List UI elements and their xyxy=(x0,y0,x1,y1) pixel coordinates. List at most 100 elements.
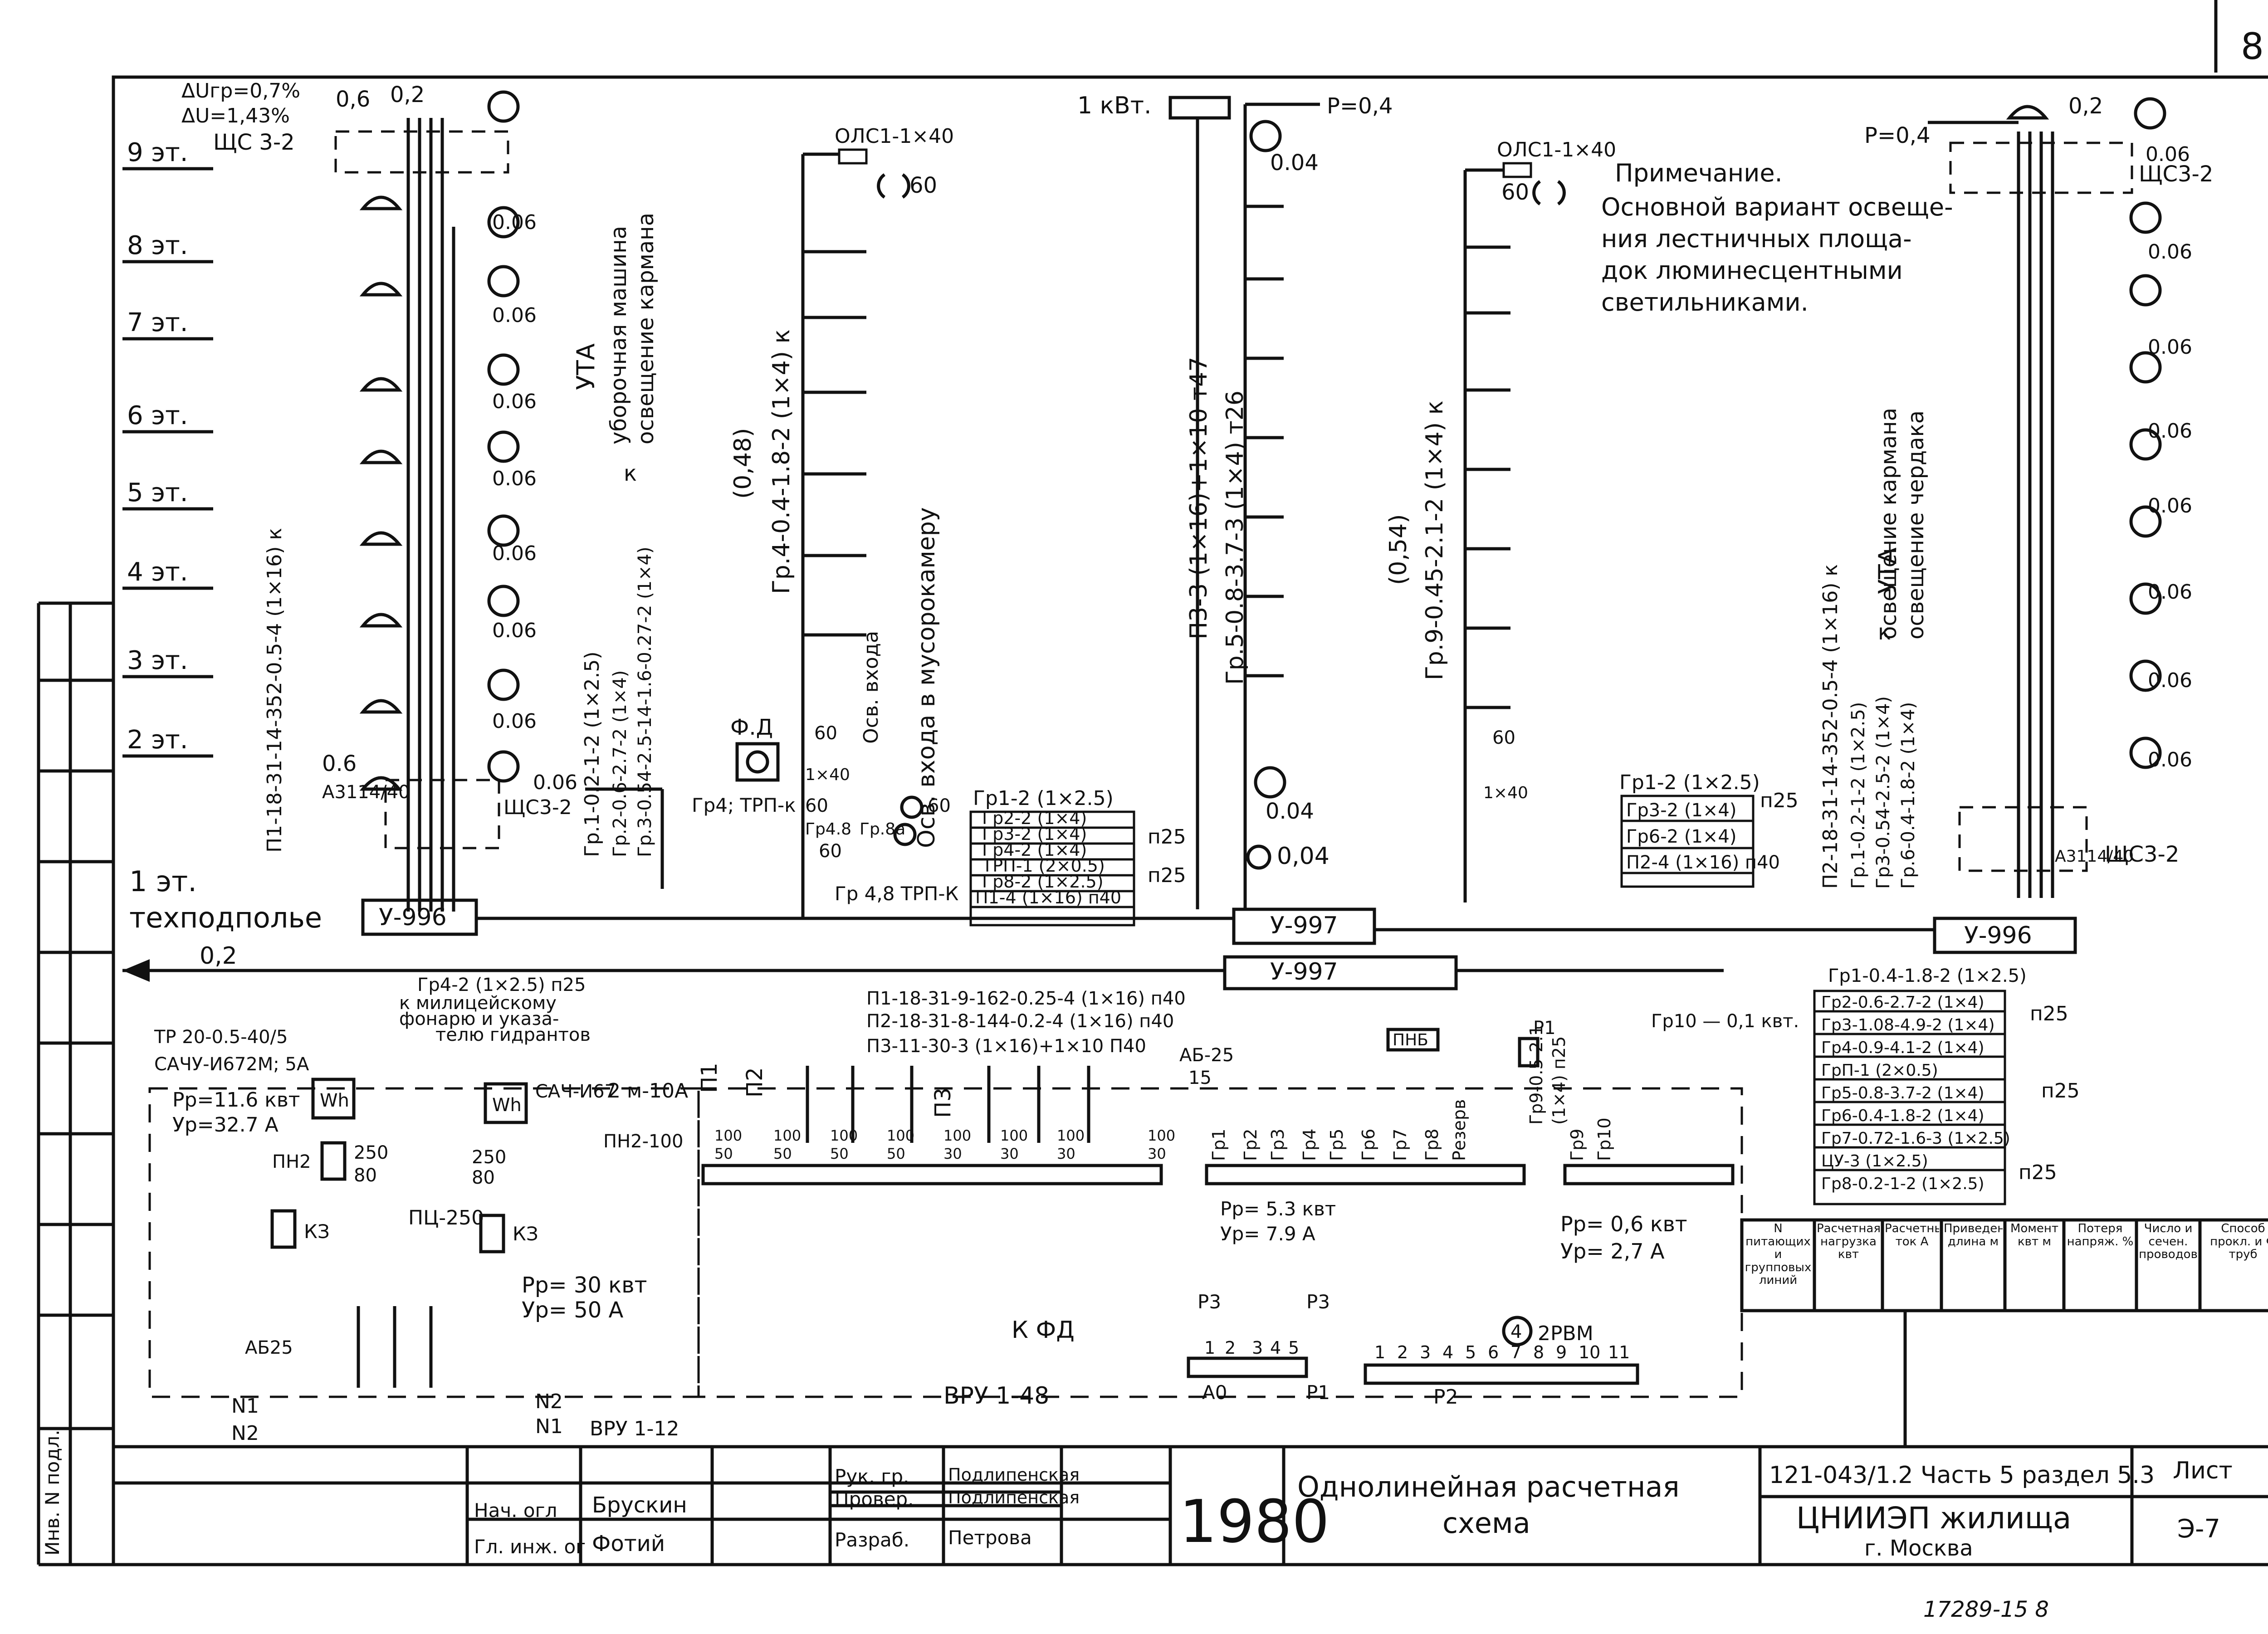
relay-t2-3: 3 xyxy=(1420,1342,1431,1362)
dist-fuse-8a: 100 xyxy=(1148,1127,1175,1144)
left-group-brace-2: п25 xyxy=(1148,864,1186,887)
right-lamp-2 xyxy=(2129,659,2162,692)
dist-fuse-2b: 50 xyxy=(773,1145,792,1162)
dist-reserve: Резерв xyxy=(1449,1099,1469,1161)
left-cable-gr3: Гр.3-0.54-2.5-14-1.6-0.27-2 (1×4) xyxy=(635,546,655,857)
right-lamp-value-6: 0.06 xyxy=(2148,419,2192,443)
dist-fuse-1a: 100 xyxy=(714,1127,742,1144)
side-strip: Инв. N подл. xyxy=(37,601,115,1566)
left-lamp-7 xyxy=(487,265,520,298)
input-kz-2: КЗ xyxy=(513,1223,538,1245)
input-tr: ТР 20-0.5-40/5 xyxy=(154,1027,288,1048)
left-lamp-value-5: 0.06 xyxy=(492,467,537,490)
relay-t2-6: 6 xyxy=(1488,1342,1499,1362)
input-kz-1: КЗ xyxy=(304,1220,330,1243)
left-lamp-5 xyxy=(487,430,520,463)
input-n2-left: N2 xyxy=(231,1422,259,1445)
right-table-row-5: ГрП-1 (2×0.5) xyxy=(1821,1061,1938,1080)
input-n2-right: N2 xyxy=(535,1390,563,1413)
feed-p3-cable: П3-11-30-3 (1×16)+1×10 П40 xyxy=(866,1036,1146,1057)
centre-60-b: 60 xyxy=(805,795,828,816)
dist-fuse-3b: 50 xyxy=(830,1145,849,1162)
floor-label-5: 5 эт. xyxy=(127,478,188,507)
right-table-row-7: Гр6-0.4-1.8-2 (1×4) xyxy=(1821,1107,1984,1125)
centre-label-garbage: Осв. входа в мусорокамеру xyxy=(913,507,940,849)
dist-bus-right xyxy=(1563,1164,1735,1185)
right-bell-top xyxy=(2006,105,2049,120)
title-sheet-label: Лист xyxy=(2173,1457,2233,1484)
centre-fd-box xyxy=(735,742,780,782)
title-name-2: Фотий xyxy=(592,1531,665,1556)
right-group-table: Гр1-2 (1×2.5) Гр3-2 (1×4) Гр6-2 (1×4) П2… xyxy=(1619,771,1799,888)
floor-label-6: 6 эт. xyxy=(127,401,188,430)
input-ip: Ур=32.7 А xyxy=(172,1113,279,1136)
left-top-value-b: 0,2 xyxy=(390,82,425,107)
title-role2-3: Разраб. xyxy=(835,1529,909,1551)
third-lamp-top xyxy=(1249,120,1282,152)
dist-fuse-6a: 100 xyxy=(1000,1127,1028,1144)
right-top-value: 0,2 xyxy=(2068,93,2103,119)
relay-t1-2: 2 xyxy=(1225,1338,1236,1358)
data-table-header-5: Момент квт м xyxy=(2010,1222,2059,1249)
dist-bus-left xyxy=(701,1164,1163,1185)
feed-gr42-dest-1: к милицейскому xyxy=(399,993,557,1014)
dist-pnb-box xyxy=(1386,1028,1440,1052)
feed-gr10: Гр10 — 0,1 квт. xyxy=(1651,1011,1799,1032)
third-value-b1: 0.04 xyxy=(1266,799,1314,824)
data-table-header-8: Способ прокл. и Ф труб xyxy=(2210,1222,2268,1262)
right-lamp-value-top: 0.06 xyxy=(2146,143,2190,166)
dist-gr2: Гр2 xyxy=(1241,1129,1261,1161)
centre-taps xyxy=(803,250,866,637)
dist-fuse-1b: 50 xyxy=(714,1145,733,1162)
title-role2-1: Рук. гр. xyxy=(835,1465,909,1488)
title-org-2: г. Москва xyxy=(1864,1536,1973,1561)
feed-gr42-dest-2: фонарю и указа- xyxy=(399,1009,559,1029)
right-table-row-9: ЦУ-3 (1×2.5) xyxy=(1821,1152,1928,1171)
right-group-row-2: Гр3-2 (1×4) xyxy=(1626,800,1736,821)
centre-gr4-trp: Гр4; ТРП-к xyxy=(692,794,796,816)
left-lamp-value-1: 0.06 xyxy=(533,771,577,794)
dist-p1-label: Р1 xyxy=(1533,1018,1556,1039)
relay-t2-10: 10 xyxy=(1579,1342,1600,1362)
right-table-row-2: Гр2-0.6-2.7-2 (1×4) xyxy=(1821,993,1984,1012)
right-k-label: к xyxy=(1878,619,1891,645)
note-line-1: Основной вариант освеще- xyxy=(1601,193,1953,221)
title-name2-1: Подлипенская xyxy=(948,1465,1080,1485)
centre-lamp-box xyxy=(838,148,868,165)
right-lamp-7 xyxy=(2129,274,2162,307)
floor-labels: 9 эт. 8 эт. 7 эт. 6 эт. 5 эт. 4 эт. 3 эт… xyxy=(122,138,322,934)
title-name-1: Брускин xyxy=(592,1493,687,1518)
right-table-brace-1: п25 xyxy=(2030,1002,2068,1025)
left-lamp-value-8: 0.06 xyxy=(492,211,537,234)
box-u997-bottom-label: У-997 xyxy=(1270,958,1338,985)
dist-fuse-2a: 100 xyxy=(773,1127,801,1144)
left-delta-u-group: ΔUгр=0,7% xyxy=(181,79,300,102)
dist-fuse-4b: 50 xyxy=(887,1145,905,1162)
input-wh-box-1 xyxy=(311,1078,356,1120)
left-main-cable: П1-18-31-14-352-0.5-4 (1×16) к xyxy=(263,528,286,853)
sheet-number: 8 xyxy=(2241,25,2264,68)
fourth-lamp-small: 1×40 xyxy=(1483,784,1528,802)
data-table-header-2: Расчетная нагрузка квт xyxy=(1817,1222,1880,1262)
fourth-lamp-symbol xyxy=(1532,180,1566,205)
title-footer: 17289-15 8 xyxy=(1923,1597,2049,1622)
relay-t2-8: 8 xyxy=(1533,1342,1544,1362)
data-table-header-7: Число и сечен. проводов xyxy=(2139,1222,2198,1262)
floor-label-8: 8 эт. xyxy=(127,231,188,260)
left-k-label: к xyxy=(624,461,637,486)
left-riser-lamps xyxy=(359,90,520,791)
feed-gr9-pipe: (1×4) п25 xyxy=(1549,1036,1569,1125)
left-group-row-2: Гр2-2 (1×4) xyxy=(982,808,1087,828)
box-u996-right-label: У-996 xyxy=(1964,922,2032,949)
title-year: 1980 xyxy=(1179,1487,1330,1556)
right-table: Гр1-0.4-1.8-2 (1×2.5) Гр2-0.6-2.7-2 (1×4… xyxy=(1813,966,2080,1205)
centre-gr48: Гр4.8 xyxy=(805,820,851,839)
input-meter2: САЧ-И67 xyxy=(535,1081,616,1102)
right-table-row-3: Гр3-1.08-4.9-2 (1×4) xyxy=(1821,1016,1995,1034)
left-lamp-2 xyxy=(487,668,520,701)
left-lamp-value-2: 0.06 xyxy=(492,710,537,733)
relay-t2-9: 9 xyxy=(1556,1342,1567,1362)
floor-label-9: 9 эт. xyxy=(127,138,188,167)
right-table-row-4: Гр4-0.9-4.1-2 (1×4) xyxy=(1821,1039,1984,1057)
distribution: П1 П2 П3 100 50 100 50 100 50 100 50 100… xyxy=(697,1018,1743,1398)
